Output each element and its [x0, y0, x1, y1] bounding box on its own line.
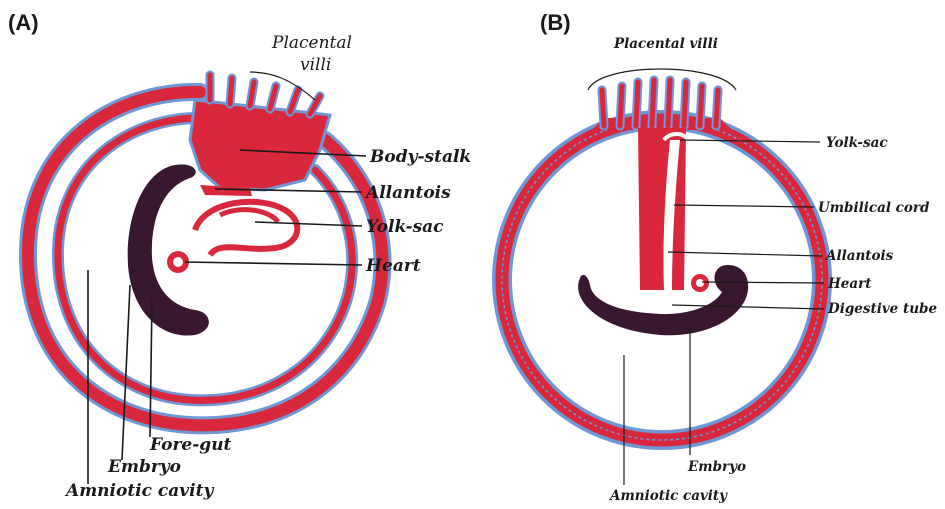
panel-b: (B)	[502, 10, 937, 504]
panel-a-label-body-stalk: Body-stalk	[369, 147, 471, 167]
panel-a-body-stalk	[190, 75, 330, 190]
panel-a-label-yolk-sac: Yolk-sac	[366, 217, 444, 237]
panel-b-label-embryo: Embryo	[687, 459, 746, 475]
panel-b-letter: (B)	[540, 10, 571, 35]
panel-a-label-villi: villi	[300, 55, 331, 75]
panel-b-villi	[588, 69, 736, 130]
panel-b-heart	[691, 274, 709, 292]
panel-b-label-yolk-sac: Yolk-sac	[826, 135, 888, 151]
panel-a-label-fore-gut: Fore-gut	[149, 435, 232, 455]
panel-b-label-placental-villi: Placental villi	[613, 36, 718, 52]
panel-b-villi-brace	[588, 69, 736, 90]
panel-a-villi-brace	[250, 72, 315, 100]
panel-a-label-embryo: Embryo	[107, 457, 181, 477]
panel-a: (A)	[8, 10, 471, 501]
panel-a-yolk-sac	[195, 202, 297, 255]
panel-b-label-heart: Heart	[827, 276, 872, 292]
panel-b-label-amniotic-cavity: Amniotic cavity	[608, 488, 728, 504]
panel-a-leader-lines	[88, 150, 366, 484]
panel-b-label-umbilical-cord: Umbilical cord	[818, 200, 930, 216]
panel-b-umbilical-cord	[638, 128, 688, 290]
panel-a-embryo	[128, 165, 209, 336]
panel-a-label-placental: Placental	[271, 33, 352, 53]
panel-a-letter: (A)	[8, 10, 39, 35]
panel-a-label-amniotic-cavity: Amniotic cavity	[64, 481, 214, 501]
panel-a-label-allantois: Allantois	[364, 183, 451, 203]
panel-b-label-digestive-tube: Digestive tube	[827, 301, 937, 317]
panel-a-label-heart: Heart	[365, 256, 421, 276]
panel-b-label-allantois: Allantois	[824, 248, 894, 264]
